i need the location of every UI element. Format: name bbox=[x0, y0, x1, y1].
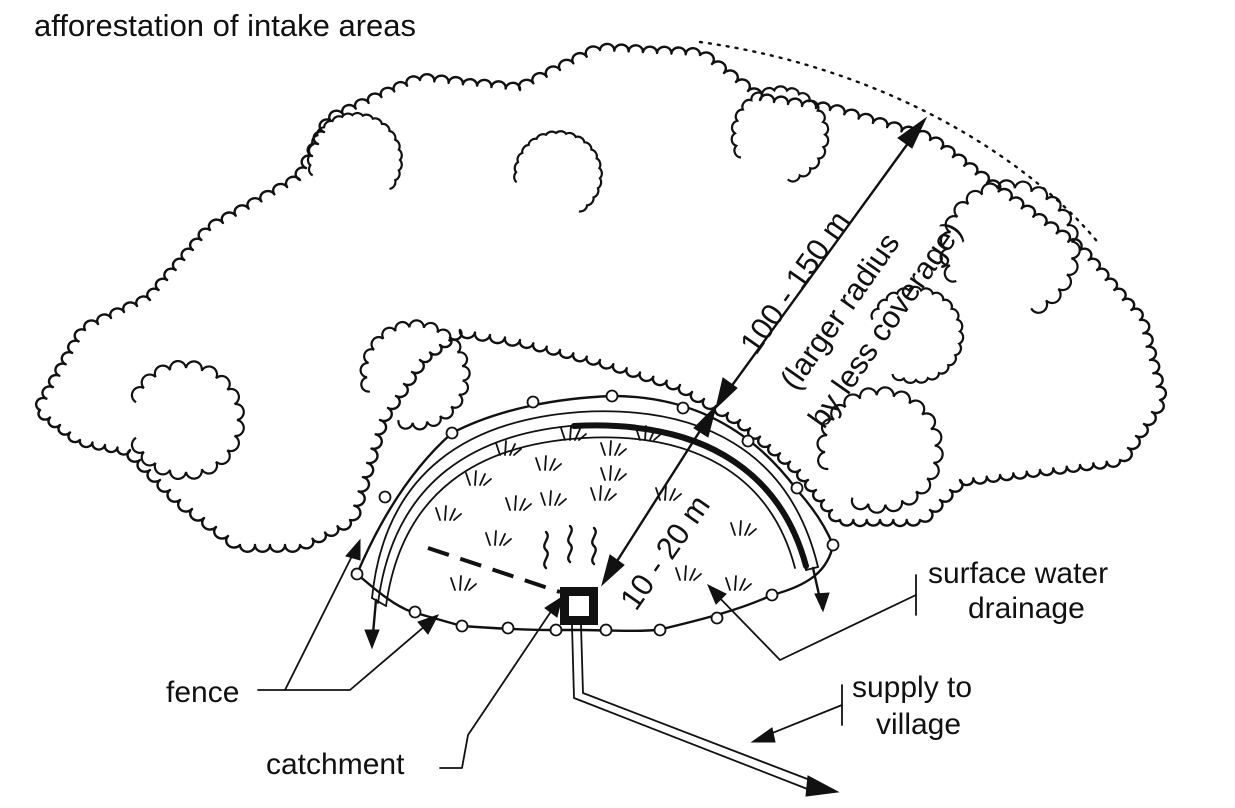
fence-label: fence bbox=[166, 676, 239, 709]
fence-post-icon bbox=[445, 426, 459, 440]
catchment-box-icon bbox=[560, 587, 598, 625]
spring-flow-marks bbox=[543, 524, 597, 570]
grass-tuft-icon bbox=[540, 490, 567, 506]
surface-leader-head bbox=[707, 583, 727, 605]
supply-leader bbox=[759, 704, 843, 739]
surface-label-line2: drainage bbox=[968, 592, 1085, 625]
grass-tuft-icon bbox=[600, 465, 627, 481]
supply-pipe bbox=[571, 624, 840, 797]
grass-tufts-group bbox=[435, 425, 757, 591]
catchment-callout bbox=[439, 595, 563, 769]
catchment-leader-head bbox=[544, 595, 563, 618]
grass-tuft-icon bbox=[485, 530, 512, 546]
ditch-bold-line bbox=[571, 422, 809, 569]
grass-tuft-icon bbox=[560, 425, 587, 441]
surface-leader bbox=[711, 589, 917, 661]
fence-posts-group bbox=[350, 389, 840, 637]
ditch-outflow-left-head bbox=[364, 629, 380, 650]
grass-tuft-icon bbox=[495, 440, 522, 456]
grass-tuft-icon bbox=[600, 440, 627, 456]
fence-post-icon bbox=[350, 567, 364, 581]
tree-crown-icon bbox=[939, 179, 1081, 314]
fence-post-icon bbox=[501, 621, 515, 635]
ditch-outflow-right-head bbox=[814, 592, 830, 613]
grass-tuft-icon bbox=[435, 505, 462, 521]
grass-tuft-icon bbox=[655, 485, 682, 501]
fence-post-icon bbox=[408, 605, 422, 619]
surface-label-line1: surface water bbox=[928, 557, 1108, 590]
supply-label-line1: supply to bbox=[852, 671, 972, 704]
fence-post-icon bbox=[526, 395, 540, 409]
diagram-title: afforestation of intake areas bbox=[34, 8, 416, 43]
grass-tuft-icon bbox=[450, 575, 477, 591]
supply-callout bbox=[750, 684, 843, 743]
drainage-ditch bbox=[364, 410, 830, 650]
catchment-inner bbox=[569, 596, 589, 616]
grass-tuft-icon bbox=[635, 425, 662, 441]
grass-tuft-icon bbox=[730, 520, 757, 536]
surface-drainage-callout bbox=[707, 574, 917, 661]
outer-arrow-head-top bbox=[897, 116, 928, 149]
fence-post-icon bbox=[378, 490, 392, 504]
grass-tuft-icon bbox=[725, 575, 752, 591]
ditch-end-left bbox=[371, 597, 387, 607]
catchment-leader bbox=[439, 603, 557, 769]
tree-canopy-group bbox=[34, 42, 1168, 553]
fence-post-icon bbox=[741, 434, 755, 448]
fence-post-icon bbox=[653, 623, 667, 637]
fence-leader-a-head bbox=[345, 538, 361, 561]
inner-distance-arrow bbox=[601, 404, 717, 587]
grass-tuft-icon bbox=[675, 565, 702, 581]
pipe-line-b bbox=[580, 624, 811, 781]
fence-post-icon bbox=[605, 389, 619, 403]
grass-tuft-icon bbox=[465, 470, 492, 486]
catchment-label: catchment bbox=[266, 748, 405, 781]
fence-post-icon bbox=[676, 401, 690, 415]
fence-post-icon bbox=[790, 481, 804, 495]
inner-arrow-head-top bbox=[693, 404, 717, 438]
ditch-outer-line bbox=[371, 410, 819, 599]
inner-arrow-shaft bbox=[603, 410, 714, 582]
grass-tuft-icon bbox=[505, 495, 532, 511]
pipe-arrow-head bbox=[805, 775, 840, 797]
pipe-line-a bbox=[571, 624, 811, 791]
tree-crown-icon bbox=[130, 359, 245, 481]
spring-squiggle-1 bbox=[543, 530, 549, 570]
fence-callout bbox=[257, 538, 440, 691]
fence-leader-b bbox=[284, 619, 433, 691]
supply-leader-head bbox=[750, 727, 776, 743]
inner-arrow-head-bottom bbox=[601, 554, 625, 587]
grass-tuft-icon bbox=[590, 485, 617, 501]
tree-crown-icon bbox=[513, 130, 603, 213]
fence-post-icon bbox=[826, 538, 840, 552]
outer-arrow-shaft bbox=[718, 122, 924, 404]
outer-arrow-head-bottom bbox=[715, 377, 738, 410]
tree-crown-icon bbox=[870, 285, 965, 384]
fence-post-icon bbox=[710, 611, 724, 625]
tree-crowns-group bbox=[130, 85, 1081, 514]
inner-distance-label: 10 - 20 m bbox=[613, 489, 717, 616]
tree-canopy-outline bbox=[34, 42, 1168, 553]
fence-leader-a bbox=[257, 547, 357, 691]
fence-post-icon bbox=[455, 619, 469, 633]
ditch-middle-line bbox=[377, 423, 807, 604]
ditch-inner-line bbox=[385, 436, 796, 607]
tree-crown-icon bbox=[306, 111, 403, 190]
outer-distance-arrow bbox=[715, 116, 928, 410]
fence-leader-b-head bbox=[417, 614, 440, 635]
dashed-guide bbox=[427, 546, 561, 594]
fence-post-icon bbox=[765, 588, 779, 602]
grass-tuft-icon bbox=[535, 455, 562, 471]
fence-post-icon bbox=[599, 623, 613, 637]
tree-crown-icon bbox=[816, 386, 944, 514]
fence-post-icon bbox=[549, 623, 563, 637]
spring-squiggle-3 bbox=[591, 526, 597, 566]
spring-squiggle-2 bbox=[567, 524, 573, 564]
outer-boundary-dotted bbox=[698, 40, 1102, 247]
supply-label-line2: village bbox=[876, 708, 961, 741]
tree-crown-icon bbox=[359, 319, 471, 431]
tree-crown-icon bbox=[730, 85, 830, 183]
